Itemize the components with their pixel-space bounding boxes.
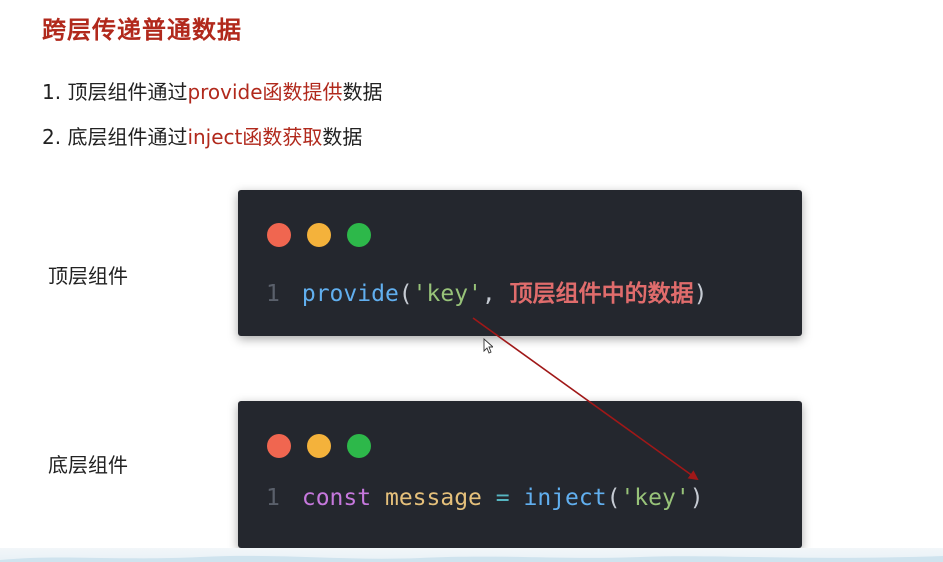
code-paren-close: ) — [693, 281, 708, 307]
code-string: 'key' — [620, 485, 690, 511]
bullet-point-inject: 2. 底层组件通过inject函数获取数据 — [42, 121, 362, 150]
code-keyword: const — [301, 485, 372, 511]
minimize-dot-icon — [307, 223, 331, 247]
top-component-label: 顶层组件 — [48, 264, 128, 288]
code-window-provide: 1 provide('key', 顶层组件中的数据) — [238, 190, 802, 336]
mouse-cursor-icon — [483, 338, 493, 354]
code-function: provide — [301, 281, 399, 307]
code-operator: = — [495, 485, 510, 511]
code-function: inject — [523, 485, 607, 511]
close-dot-icon — [267, 223, 291, 247]
code-string: 'key' — [412, 281, 482, 307]
line-number: 1 — [266, 485, 280, 511]
code-paren-close: ) — [689, 485, 704, 511]
code-paren-open: ( — [606, 485, 621, 511]
minimize-dot-icon — [307, 434, 331, 458]
bullet-text: 1. 顶层组件通过 — [42, 80, 188, 104]
code-variable: message — [384, 485, 482, 511]
maximize-dot-icon — [347, 434, 371, 458]
code-line: 1 provide('key', 顶层组件中的数据) — [266, 274, 707, 308]
code-argument: 顶层组件中的数据 — [509, 281, 694, 307]
bullet-text-end: 数据 — [342, 80, 383, 104]
bullet-highlight: inject函数获取 — [187, 125, 323, 149]
code-window-inject: 1 const message = inject('key') — [238, 401, 802, 548]
close-dot-icon — [267, 434, 291, 458]
bullet-point-provide: 1. 顶层组件通过provide函数提供数据 — [42, 76, 383, 105]
bullet-text: 2. 底层组件通过 — [42, 125, 188, 149]
code-paren-open: ( — [398, 281, 413, 307]
decorative-footer-strip — [0, 548, 943, 562]
line-number: 1 — [266, 281, 280, 307]
slide-title: 跨层传递普通数据 — [42, 16, 242, 44]
bottom-component-label: 底层组件 — [48, 453, 128, 477]
code-comma: , — [481, 281, 510, 307]
code-line: 1 const message = inject('key') — [266, 485, 704, 511]
bullet-highlight: provide函数提供 — [187, 80, 343, 104]
maximize-dot-icon — [347, 223, 371, 247]
bullet-text-end: 数据 — [322, 125, 363, 149]
